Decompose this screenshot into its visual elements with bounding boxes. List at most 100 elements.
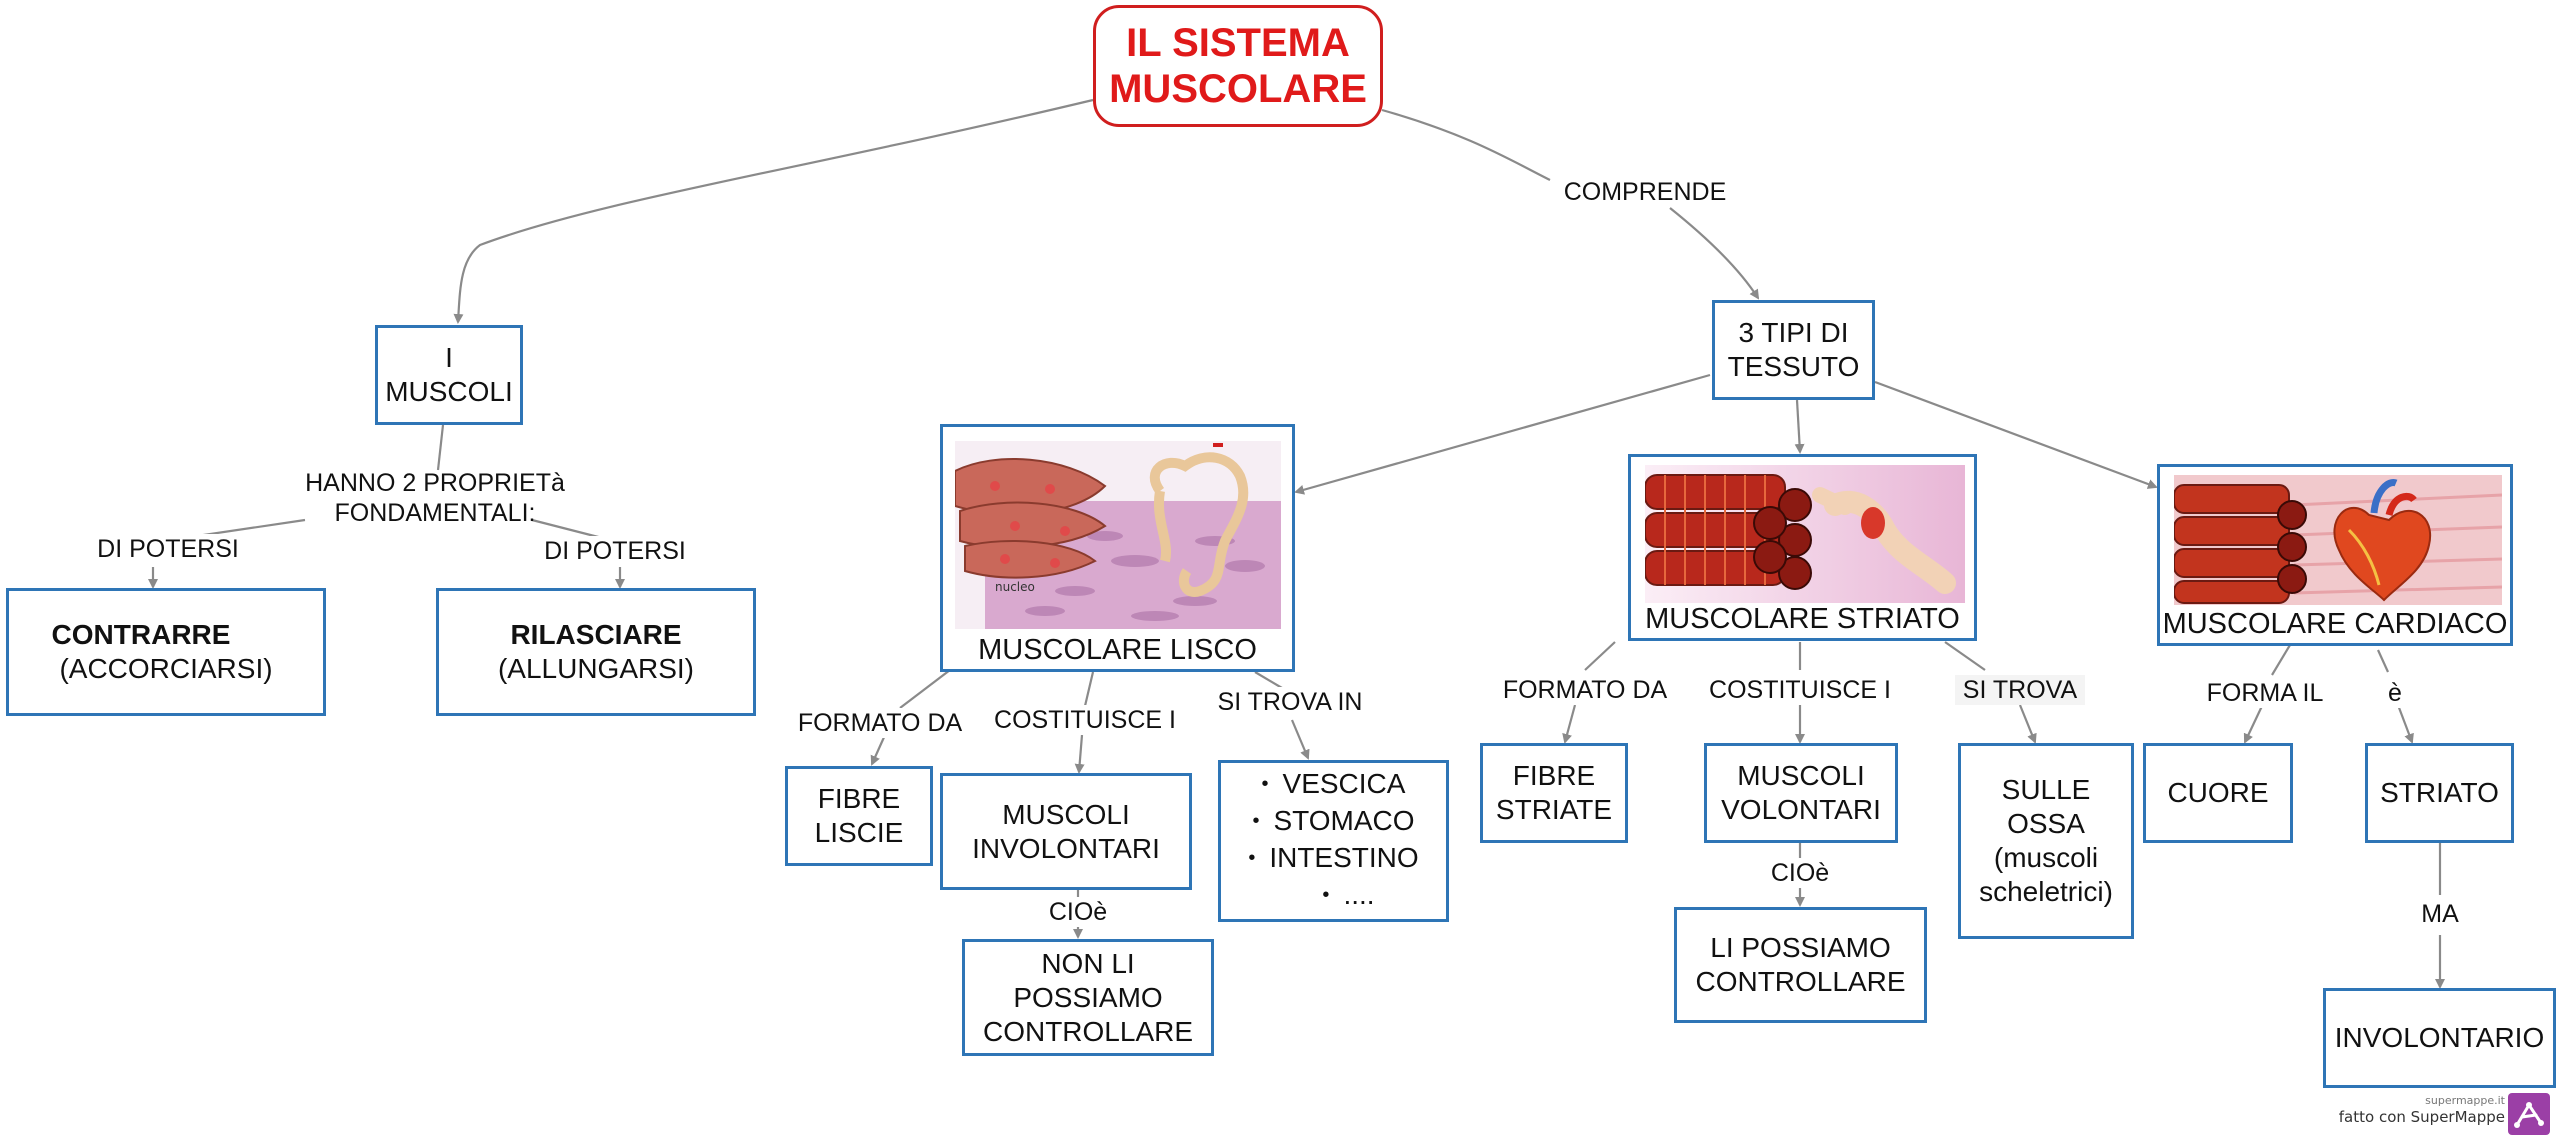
node-cuore-text: CUORE (2167, 777, 2269, 808)
label-costituisce-striato: COSTITUISCE I (1695, 675, 1905, 705)
edge-formail-cuore (2243, 705, 2263, 744)
edge-muscoli-hanno (436, 424, 445, 471)
edge-cardiaco-e (2376, 649, 2390, 673)
image-label-nucleo: nucleo (995, 580, 1035, 594)
striated-muscle-image (1645, 465, 1965, 603)
title-line2: MUSCOLARE (1109, 67, 1367, 111)
edge-costituisce-involontari (1074, 734, 1085, 774)
node-ossa-line3: (muscoli (1993, 842, 2099, 873)
label-costituisce-liscio: COSTITUISCE I (980, 705, 1190, 735)
node-non-controllare-line3: CONTROLLARE (982, 1015, 1194, 1047)
node-cardiaco-caption: MUSCOLARE CARDIACO (2162, 608, 2508, 640)
cardiac-muscle-image (2174, 475, 2502, 605)
edge-e-striato (2396, 704, 2414, 744)
node-muscoli-volontari: MUSCOLI VOLONTARI (1704, 743, 1898, 843)
node-ossa-line2: OSSA (2007, 808, 2085, 839)
node-fibre-striate-line1: FIBRE (1512, 760, 1596, 791)
edge-tessuto-cardiaco (1874, 380, 2158, 489)
node-contrarre-paren: (ACCORCIARSI) (59, 653, 273, 684)
edge-liscio-sitrova (1254, 671, 1283, 689)
luoghi-item: .... (1248, 878, 1418, 915)
label-hanno: HANNO 2 PROPRIETà FONDAMENTALI: (300, 468, 570, 528)
label-di-potersi-right: DI POTERSI (535, 536, 695, 566)
edge-cardiaco-formail (2271, 644, 2291, 676)
label-cioe-striato: CIOè (1757, 858, 1843, 888)
node-luoghi: VESCICA STOMACO INTESTINO .... (1218, 760, 1449, 922)
label-e: è (2380, 678, 2410, 708)
node-involontario-text: INVOLONTARIO (2334, 1022, 2545, 1053)
edge-sitrova-ossa (2018, 704, 2037, 744)
label-cioe-liscio: CIOè (1035, 897, 1121, 927)
edge-tessuto-striato (1794, 399, 1805, 454)
node-muscoli-volontari-line2: VOLONTARI (1721, 794, 1881, 825)
edge-title-muscoli (453, 98, 1094, 324)
node-non-controllare-line1: NON LI (1041, 947, 1135, 979)
node-muscoli-volontari-line1: MUSCOLI (1737, 760, 1865, 791)
edge-striato-formato (1584, 641, 1616, 671)
node-fibre-lisce-line1: FIBRE (817, 783, 901, 814)
edge-formato-fibre-striate (1562, 704, 1577, 744)
node-ossa-line1: SULLE (2001, 774, 2091, 805)
node-muscoli-involontari-line1: MUSCOLI (1002, 798, 1130, 830)
label-di-potersi-left: DI POTERSI (88, 534, 248, 564)
node-fibre-striate-line2: STRIATE (1495, 794, 1613, 825)
node-controllare: LI POSSIAMO CONTROLLARE (1674, 907, 1927, 1023)
node-tessuto: 3 TIPI DI TESSUTO (1712, 300, 1875, 400)
edge-liscio-formato (899, 669, 951, 709)
edge-title-comprende (1381, 108, 1551, 181)
label-hanno-line1: HANNO 2 PROPRIETà (305, 469, 565, 497)
node-controllare-line2: CONTROLLARE (1695, 966, 1906, 997)
edge-formato-fibre-lisce (870, 734, 887, 766)
label-forma-il: FORMA IL (2190, 678, 2340, 708)
node-rilasciare: RILASCIARE (ALLUNGARSI) (436, 588, 756, 716)
label-si-trova-in: SI TROVA IN (1195, 687, 1385, 717)
node-rilasciare-paren: (ALLUNGARSI) (497, 653, 695, 684)
node-liscio-caption: MUSCOLARE LISCO (978, 634, 1257, 666)
credit: supermappe.it fatto con SuperMappe (2325, 1094, 2505, 1126)
supermappe-logo-icon[interactable] (2508, 1093, 2550, 1135)
edge-tessuto-liscio (1294, 373, 1711, 495)
node-muscoli-involontari-line2: INVOLONTARI (972, 832, 1160, 864)
node-striato-cardiaco: STRIATO (2365, 743, 2514, 843)
node-muscoli-line2: MUSCOLI (385, 376, 513, 407)
label-si-trova: SI TROVA (1955, 675, 2085, 705)
node-muscoli: I MUSCOLI (375, 325, 523, 425)
node-muscoli-line1: I (445, 342, 453, 373)
node-non-controllare: NON LI POSSIAMO CONTROLLARE (962, 939, 1214, 1056)
node-fibre-striate: FIBRE STRIATE (1480, 743, 1628, 843)
smooth-muscle-image: nucleo (955, 441, 1281, 629)
node-fibre-lisce-line2: LISCIE (814, 817, 904, 848)
credit-text: fatto con SuperMappe (2338, 1108, 2505, 1126)
luoghi-item: STOMACO (1248, 804, 1418, 841)
node-controllare-line1: LI POSSIAMO (1710, 932, 1891, 963)
node-tessuto-line1: 3 TIPI DI (1738, 317, 1849, 348)
label-ma: MA (2410, 899, 2470, 929)
node-striato: MUSCOLARE STRIATO (1628, 454, 1977, 641)
edge-sitrova-luoghi (1290, 719, 1310, 760)
luoghi-item: INTESTINO (1248, 841, 1418, 878)
edge-comprende-tessuto (1669, 207, 1760, 300)
label-hanno-line2: FONDAMENTALI: (334, 499, 536, 527)
node-muscoli-involontari: MUSCOLI INVOLONTARI (940, 773, 1192, 890)
edge-liscio-costituisce (1083, 671, 1095, 707)
label-formato-da-striato: FORMATO DA (1495, 675, 1675, 705)
title-line1: IL SISTEMA (1126, 21, 1350, 65)
node-cuore: CUORE (2143, 743, 2293, 843)
node-non-controllare-line2: POSSIAMO (1013, 981, 1163, 1013)
luoghi-list: VESCICA STOMACO INTESTINO .... (1248, 767, 1418, 915)
node-contrarre: CONTRARRE (ACCORCIARSI) (6, 588, 326, 716)
node-cardiaco: MUSCOLARE CARDIACO (2157, 464, 2513, 646)
node-ossa-line4: scheletrici) (1979, 876, 2113, 907)
node-ossa: SULLE OSSA (muscoli scheletrici) (1958, 743, 2134, 939)
node-rilasciare-word: RILASCIARE (510, 619, 682, 650)
node-contrarre-word: CONTRARRE (51, 619, 231, 650)
node-fibre-lisce: FIBRE LISCIE (785, 766, 933, 866)
edge-striato-sitrova (1944, 641, 1986, 671)
node-tessuto-line2: TESSUTO (1727, 351, 1860, 382)
label-formato-da-liscio: FORMATO DA (790, 708, 970, 738)
label-comprende: COMPRENDE (1560, 177, 1730, 207)
node-involontario: INVOLONTARIO (2323, 988, 2556, 1088)
luoghi-item: VESCICA (1248, 767, 1418, 804)
node-striato-caption: MUSCOLARE STRIATO (1645, 603, 1960, 635)
node-striato-cardiaco-text: STRIATO (2380, 777, 2499, 808)
